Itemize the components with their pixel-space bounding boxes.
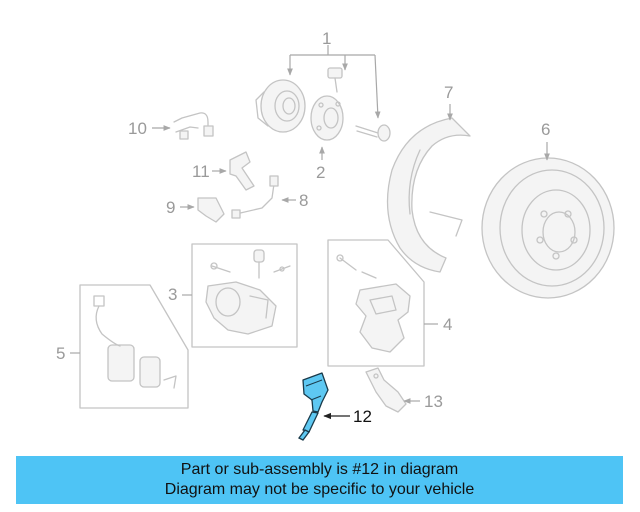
callout-8: 8 <box>299 191 308 210</box>
caliper-housing-box <box>191 243 298 348</box>
hub-flange <box>310 95 344 141</box>
callout-4: 4 <box>443 315 452 334</box>
caliper-frame-box <box>327 239 425 367</box>
callout-7: 7 <box>444 83 453 102</box>
callout-11: 11 <box>192 162 210 181</box>
callout-9: 9 <box>166 198 175 217</box>
callout-5: 5 <box>56 344 65 363</box>
info-banner: Part or sub-assembly is #12 in diagram D… <box>16 456 623 504</box>
parts-diagram: 1 2 10 11 9 <box>56 29 615 441</box>
banner-line-2: Diagram may not be specific to your vehi… <box>164 481 475 498</box>
callout-10: 10 <box>128 119 147 138</box>
bracket-9 <box>197 197 225 223</box>
callout-1-leader <box>287 45 381 119</box>
callout-1: 1 <box>322 29 331 48</box>
dust-shield <box>386 117 471 273</box>
hub-bearing <box>255 79 306 133</box>
bracket-13 <box>365 367 407 413</box>
bracket-11 <box>229 151 255 191</box>
axle-bolt <box>355 124 391 142</box>
callout-12: 12 <box>353 407 372 426</box>
callout-13: 13 <box>424 392 443 411</box>
brake-pads-box <box>79 284 189 409</box>
abs-speed-sensor <box>298 372 329 441</box>
callout-2: 2 <box>316 163 325 182</box>
callout-3: 3 <box>168 285 177 304</box>
wear-sensor-lead <box>173 112 214 140</box>
callout-6: 6 <box>541 120 550 139</box>
banner-line-1: Part or sub-assembly is #12 in diagram <box>180 461 459 478</box>
brake-rotor <box>481 157 615 299</box>
brake-hose <box>231 175 279 219</box>
wheel-bolt <box>327 67 343 93</box>
